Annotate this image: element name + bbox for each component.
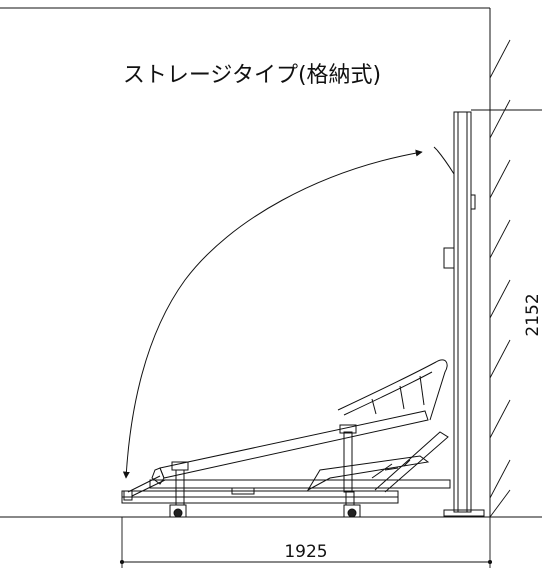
rotation-arc: [122, 149, 423, 479]
width-dimension: [119, 517, 493, 568]
tilted-deck: [127, 410, 429, 497]
base-frame: [121, 479, 451, 504]
diagram-title: ストレージタイプ(格納式): [123, 63, 381, 88]
width-dimension-label: 1925: [284, 542, 327, 562]
tilted-headrail: [337, 359, 448, 421]
upright-post: [443, 111, 485, 517]
height-dimension-label: 2152: [523, 293, 542, 336]
stowed-handle: [433, 146, 455, 175]
wall-hatching: [489, 39, 511, 518]
lower-rail: [306, 431, 449, 493]
room-outline: [0, 7, 542, 518]
casters: [169, 504, 361, 518]
